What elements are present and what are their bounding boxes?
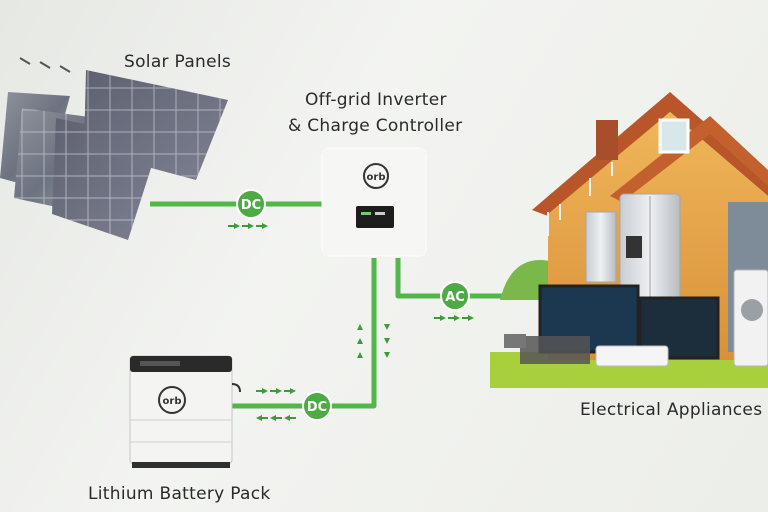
appliance-small-fridge [585, 211, 617, 283]
inverter-logo [363, 163, 389, 189]
badge-dc-solar [236, 189, 266, 219]
inverter-brand-text: orb [367, 172, 386, 183]
arrows-ac [434, 315, 474, 321]
badge-ac-text: AC [445, 290, 465, 305]
air-conditioner [595, 345, 669, 367]
label-electrical-appliances: Electrical Appliances [580, 400, 763, 420]
badge-dc-battery-text: DC [307, 400, 327, 415]
arrows-vertical [357, 324, 390, 358]
sun-ray-arrows [19, 57, 71, 73]
badges: DC AC DC orb orb [163, 172, 470, 421]
wire-inverter-to-house [395, 258, 530, 299]
kitchen-appliances [520, 336, 590, 364]
badge-dc-battery [302, 391, 332, 421]
inverter [321, 147, 427, 257]
badge-ac [440, 281, 470, 311]
house-window [658, 118, 690, 154]
arrows-dc-battery [256, 388, 296, 421]
solar-panels [0, 57, 228, 240]
battery-brand-text: orb [163, 396, 182, 407]
inverter-display [356, 206, 394, 228]
house-roof [532, 92, 768, 216]
battery-pack [129, 355, 241, 468]
badge-dc-solar-text: DC [241, 198, 261, 213]
flow-arrows [228, 223, 474, 421]
label-inverter-line2: & Charge Controller [288, 116, 463, 136]
arrows-dc-solar [228, 223, 268, 229]
label-solar-panels: Solar Panels [124, 52, 232, 72]
battery-logo [158, 386, 186, 414]
house-with-appliances [490, 92, 768, 388]
wire-inverter-to-battery [232, 258, 377, 409]
label-inverter-line1: Off-grid Inverter [305, 90, 447, 110]
label-lithium-battery: Lithium Battery Pack [88, 484, 271, 504]
